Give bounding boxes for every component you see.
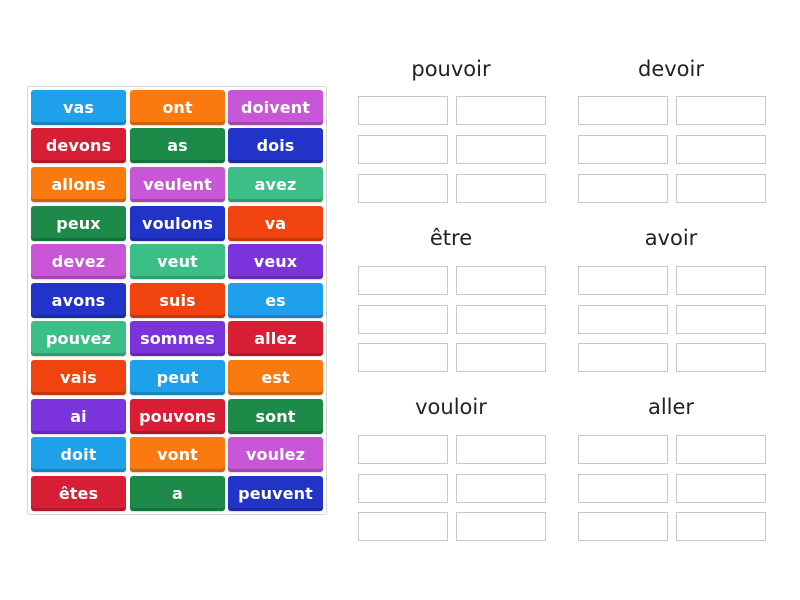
drop-slot[interactable] [358, 96, 448, 125]
drop-slot[interactable] [676, 266, 766, 295]
word-tile[interactable]: va [228, 206, 323, 241]
drop-slot[interactable] [456, 512, 546, 541]
drop-slot[interactable] [676, 435, 766, 464]
word-tile[interactable]: doit [31, 437, 126, 472]
drop-slot[interactable] [358, 135, 448, 164]
word-tile[interactable]: voulons [130, 206, 225, 241]
drop-slot[interactable] [578, 343, 668, 372]
drop-slot[interactable] [676, 474, 766, 503]
drop-slot[interactable] [578, 96, 668, 125]
word-tile[interactable]: allons [31, 167, 126, 202]
drop-slot[interactable] [578, 305, 668, 334]
drop-slot[interactable] [358, 435, 448, 464]
word-tile[interactable]: ai [31, 399, 126, 434]
word-tile[interactable]: veux [228, 244, 323, 279]
drop-slot[interactable] [676, 96, 766, 125]
drop-slot[interactable] [676, 174, 766, 203]
word-tile[interactable]: dois [228, 128, 323, 163]
word-tile[interactable]: avez [228, 167, 323, 202]
word-tile[interactable]: a [130, 476, 225, 511]
word-tile[interactable]: vas [31, 90, 126, 125]
drop-slot[interactable] [676, 135, 766, 164]
drop-slot[interactable] [578, 135, 668, 164]
group-title: pouvoir [411, 57, 491, 81]
drop-slot[interactable] [456, 135, 546, 164]
word-tile[interactable]: suis [130, 283, 225, 318]
drop-slot[interactable] [456, 96, 546, 125]
drop-slot[interactable] [578, 266, 668, 295]
drop-slot[interactable] [358, 343, 448, 372]
word-tile[interactable]: allez [228, 321, 323, 356]
word-tile[interactable]: devons [31, 128, 126, 163]
word-tile[interactable]: est [228, 360, 323, 395]
drop-slot[interactable] [358, 474, 448, 503]
drop-slot[interactable] [358, 266, 448, 295]
word-tile[interactable]: peuvent [228, 476, 323, 511]
word-tile[interactable]: devez [31, 244, 126, 279]
word-tile[interactable]: ont [130, 90, 225, 125]
word-tile[interactable]: avons [31, 283, 126, 318]
drop-slot[interactable] [578, 474, 668, 503]
group-title: avoir [644, 226, 698, 250]
drop-slot[interactable] [456, 343, 546, 372]
drop-slot[interactable] [578, 174, 668, 203]
word-tile[interactable]: voulez [228, 437, 323, 472]
word-tile[interactable]: sont [228, 399, 323, 434]
group-title: être [429, 226, 473, 250]
word-tile[interactable]: vais [31, 360, 126, 395]
drop-slot[interactable] [676, 343, 766, 372]
drop-slot[interactable] [358, 305, 448, 334]
drop-slot[interactable] [456, 435, 546, 464]
group-title: aller [647, 395, 695, 419]
drop-slot[interactable] [676, 305, 766, 334]
drop-slot[interactable] [456, 266, 546, 295]
drop-slot[interactable] [358, 174, 448, 203]
group-title: vouloir [415, 395, 487, 419]
word-tile[interactable]: doivent [228, 90, 323, 125]
drop-slot[interactable] [578, 512, 668, 541]
word-tile[interactable]: vont [130, 437, 225, 472]
word-tile[interactable]: êtes [31, 476, 126, 511]
word-tile[interactable]: pouvons [130, 399, 225, 434]
word-tile[interactable]: peut [130, 360, 225, 395]
drop-slot[interactable] [578, 435, 668, 464]
drop-slot[interactable] [358, 512, 448, 541]
word-tile[interactable]: sommes [130, 321, 225, 356]
word-tile[interactable]: pouvez [31, 321, 126, 356]
drop-slot[interactable] [456, 174, 546, 203]
word-bank: vas ont doivent devons as dois allons ve… [27, 86, 327, 515]
word-tile[interactable]: veut [130, 244, 225, 279]
drop-slot[interactable] [456, 474, 546, 503]
word-tile[interactable]: as [130, 128, 225, 163]
group-title: devoir [638, 57, 704, 81]
drop-slot[interactable] [456, 305, 546, 334]
word-tile[interactable]: es [228, 283, 323, 318]
drop-slot[interactable] [676, 512, 766, 541]
word-tile[interactable]: peux [31, 206, 126, 241]
word-tile[interactable]: veulent [130, 167, 225, 202]
